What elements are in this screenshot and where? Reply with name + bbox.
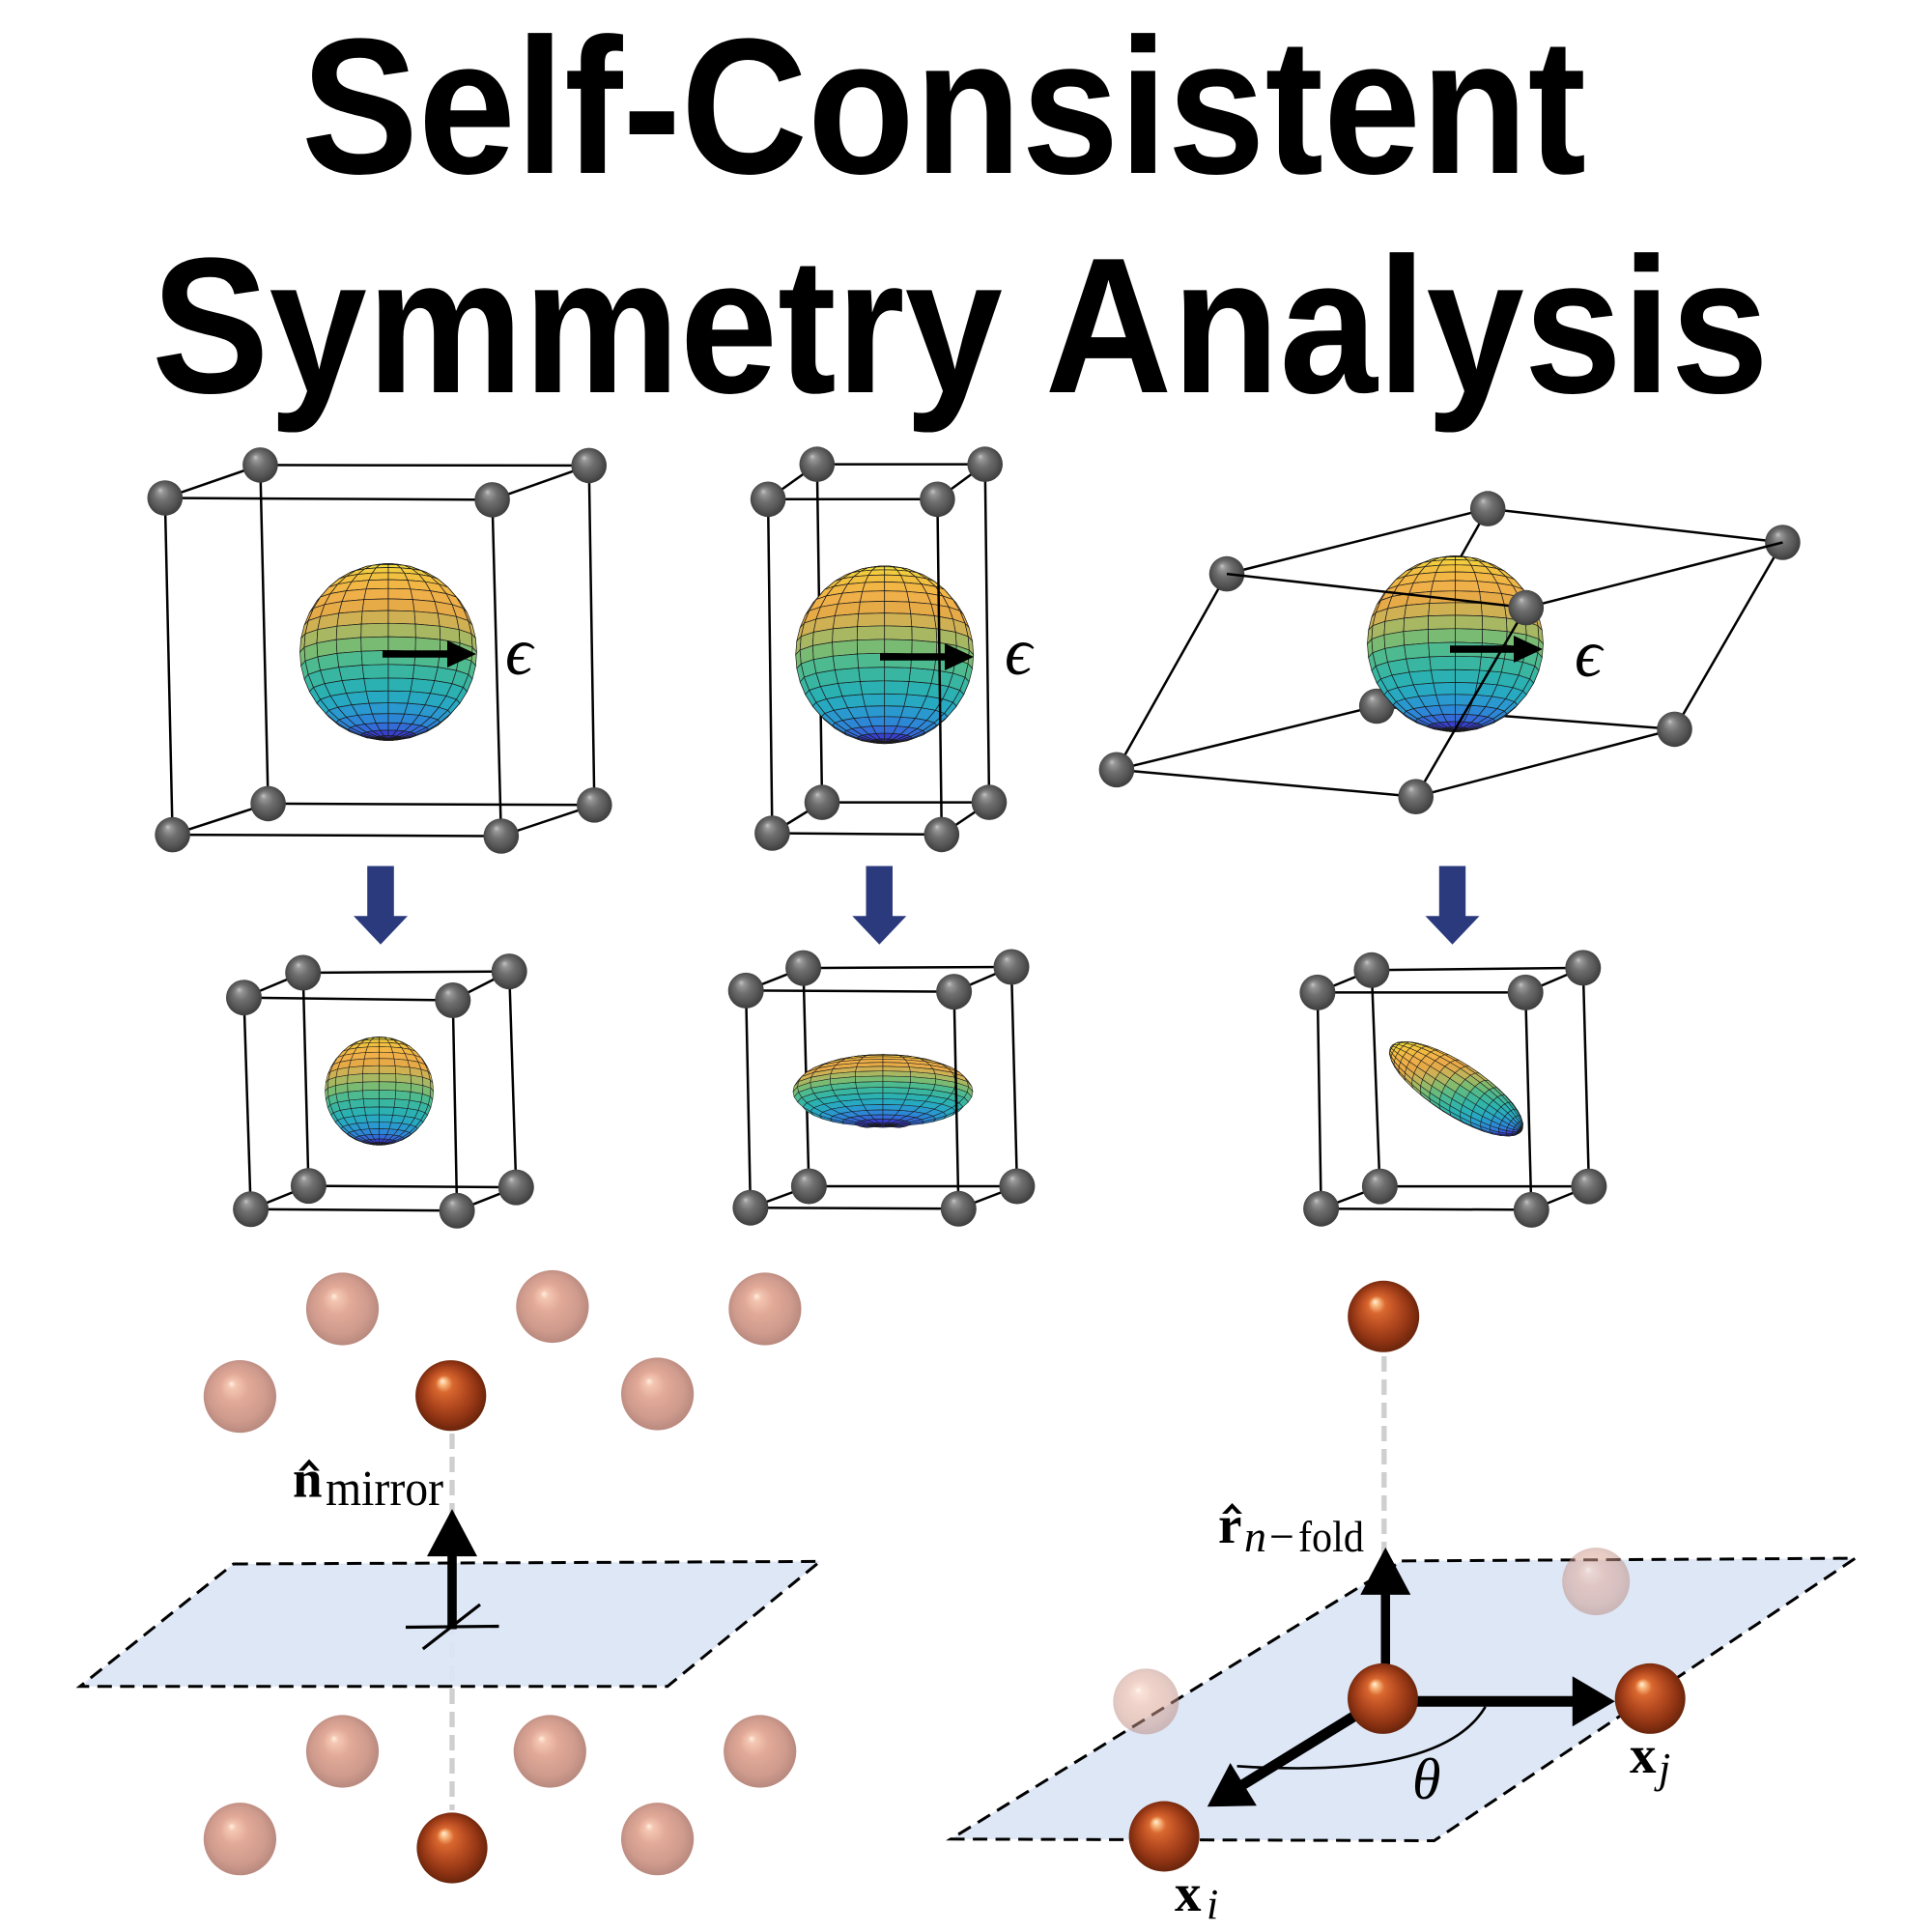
svg-text:x: x [1630, 1725, 1657, 1784]
svg-text:ϵ: ϵ [505, 615, 535, 690]
svg-text:n: n [1244, 1512, 1266, 1561]
svg-text:j: j [1654, 1745, 1670, 1792]
svg-text:x: x [1175, 1863, 1202, 1922]
svg-text:fold: fold [1298, 1512, 1364, 1561]
svg-text:ϵ: ϵ [1005, 615, 1035, 690]
svg-text:Self-Consistent: Self-Consistent [301, 0, 1586, 214]
svg-text:−: − [1269, 1512, 1294, 1561]
svg-text:n: n [293, 1450, 323, 1509]
svg-text:mirror: mirror [326, 1462, 443, 1517]
svg-text:i: i [1207, 1881, 1218, 1928]
svg-text:ϵ: ϵ [1575, 617, 1605, 692]
svg-text:r: r [1218, 1495, 1241, 1554]
svg-text:θ: θ [1412, 1747, 1440, 1811]
svg-text:Symmetry Analysis: Symmetry Analysis [152, 218, 1769, 434]
